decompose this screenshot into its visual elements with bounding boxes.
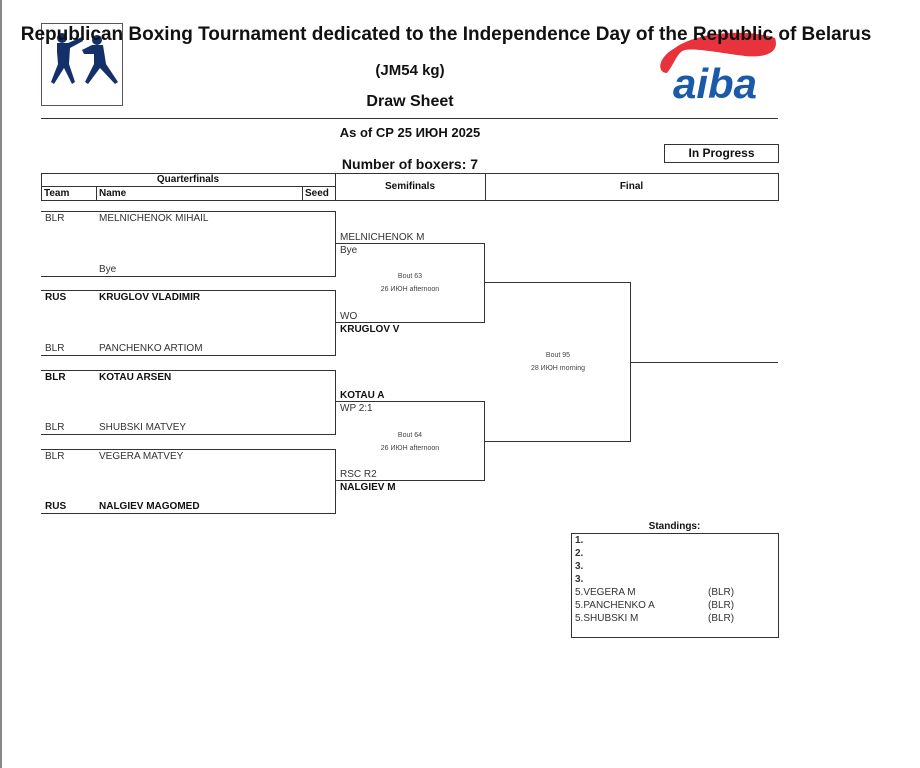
boxers-icon xyxy=(51,33,118,84)
standings-team: (BLR) xyxy=(708,600,735,611)
qf-boxer-name: MELNICHENOK MIHAIL xyxy=(99,213,209,224)
qf-team: BLR xyxy=(45,422,65,433)
bout-time: 26 ИЮН afternoon xyxy=(380,445,440,452)
as-of-date: As of СР 25 ИЮН 2025 xyxy=(339,125,481,140)
bout-time: 26 ИЮН afternoon xyxy=(380,286,440,293)
qf-winner: KRUGLOV V xyxy=(340,324,400,335)
tournament-title: Republican Boxing Tournament dedicated t… xyxy=(20,24,872,45)
status-badge: In Progress xyxy=(664,144,779,163)
header-quarterfinals: Quarterfinals xyxy=(156,174,220,185)
qf-boxer-name: Bye xyxy=(99,264,117,275)
boxers-logo xyxy=(41,23,123,106)
aiba-logo: aiba xyxy=(655,28,780,107)
number-of-boxers: Number of boxers: 7 xyxy=(341,156,479,172)
standings-box xyxy=(571,533,779,638)
qf-result: Bye xyxy=(340,245,358,256)
weight-category: (JM54 kg) xyxy=(375,62,445,79)
standings-place: 5. xyxy=(575,587,584,598)
draw-sheet-heading: Draw Sheet xyxy=(366,93,454,110)
qf-winner: MELNICHENOK M xyxy=(340,232,425,243)
header-seed: Seed xyxy=(305,188,329,199)
qf-boxer-name: SHUBSKI MATVEY xyxy=(99,422,187,433)
standings-place: 1. xyxy=(575,535,584,546)
standings-place: 5. xyxy=(575,600,584,611)
semifinal-bracket-2 xyxy=(335,401,485,481)
qf-boxer-name: VEGERA MATVEY xyxy=(99,451,184,462)
svg-text:aiba: aiba xyxy=(673,60,757,103)
standings-team: (BLR) xyxy=(708,613,735,624)
qf-winner: KOTAU A xyxy=(340,390,385,401)
semifinal-bracket-1 xyxy=(335,243,485,323)
qf-team: BLR xyxy=(45,451,65,462)
header-name: Name xyxy=(99,188,127,199)
standings-place: 5. xyxy=(575,613,584,624)
qf-result: RSC R2 xyxy=(340,469,377,480)
standings-place: 3. xyxy=(575,574,584,585)
draw-table-header xyxy=(41,173,779,201)
qf-team: RUS xyxy=(45,501,67,512)
qf-boxer-name: NALGIEV MAGOMED xyxy=(99,501,200,512)
header-semifinals: Semifinals xyxy=(384,181,436,192)
qf-result: WO xyxy=(340,311,358,322)
qf-boxer-name: KRUGLOV VLADIMIR xyxy=(99,292,201,303)
standings-team: (BLR) xyxy=(708,587,735,598)
qf-result: WP 2:1 xyxy=(340,403,373,414)
standings-name: PANCHENKO A xyxy=(583,600,655,611)
standings-place: 2. xyxy=(575,548,584,559)
qf-boxer-name: PANCHENKO ARTIOM xyxy=(99,343,203,354)
bout-number: Bout 63 xyxy=(397,273,423,280)
standings-label: Standings: xyxy=(648,521,701,532)
standings-place: 3. xyxy=(575,561,584,572)
qf-team: BLR xyxy=(45,343,65,354)
qf-boxer-name: KOTAU ARSEN xyxy=(99,372,172,383)
qf-winner: NALGIEV M xyxy=(340,482,396,493)
bout-time: 28 ИЮН morning xyxy=(530,365,586,372)
header-team: Team xyxy=(44,188,70,199)
qf-team: BLR xyxy=(45,213,65,224)
standings-name: SHUBSKI M xyxy=(583,613,639,624)
bout-number: Bout 64 xyxy=(397,432,423,439)
standings-name: VEGERA M xyxy=(583,587,636,598)
header-final: Final xyxy=(619,181,644,192)
qf-team: RUS xyxy=(45,292,67,303)
qf-team: BLR xyxy=(45,372,66,383)
page-edge xyxy=(0,0,2,768)
bout-number: Bout 95 xyxy=(545,352,571,359)
